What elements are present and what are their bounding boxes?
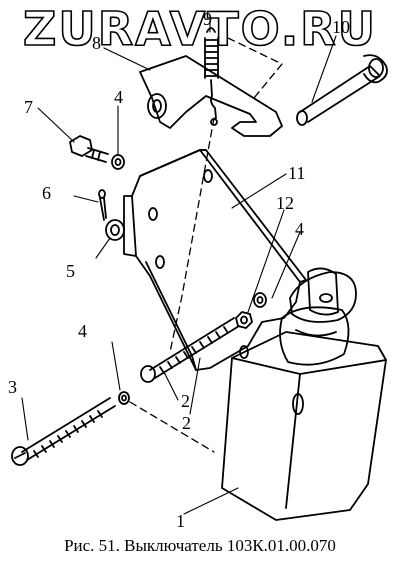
- callout-2-lower-b: 2: [182, 413, 191, 433]
- washer-part-4-right: [253, 292, 267, 308]
- callout-8: 8: [92, 33, 101, 53]
- callout-3: 3: [8, 377, 17, 397]
- pin-part-10: [296, 54, 388, 126]
- callout-7: 7: [24, 97, 33, 117]
- lever-plate-part-8: [139, 55, 283, 137]
- callout-2-lower: 2: [181, 391, 190, 411]
- bolt-part-7: [69, 135, 109, 163]
- screw-part-2: [140, 317, 240, 383]
- switch-body-part-1: [221, 331, 387, 521]
- leader-lines: [21, 21, 337, 515]
- callout-4-right: 4: [295, 219, 304, 239]
- callout-4-left: 4: [78, 321, 87, 341]
- callout-9: 9: [203, 9, 212, 29]
- screw-part-3: [11, 397, 116, 466]
- figure-caption: Рис. 51. Выключатель 103К.01.00.070: [64, 536, 336, 555]
- callout-10: 10: [332, 17, 350, 37]
- washer-part-4-lower: [118, 391, 130, 405]
- callout-11: 11: [288, 163, 306, 183]
- callout-4-top: 4: [114, 87, 123, 107]
- assembly-guide-lines: [129, 37, 283, 453]
- callout-5: 5: [66, 261, 75, 281]
- callout-12: 12: [276, 193, 294, 213]
- nut-part-12: [235, 311, 253, 329]
- actuator-roller: [279, 267, 357, 366]
- callout-6: 6: [42, 183, 51, 203]
- spring-part-9: [204, 27, 219, 119]
- callout-1: 1: [176, 511, 185, 531]
- cotter-pin-part-6: [98, 189, 107, 221]
- watermark-text: ZURAVTO.RU: [22, 1, 377, 57]
- washer-part-5: [105, 219, 125, 241]
- washer-part-4-upper: [111, 154, 125, 170]
- bracket-part-11: [123, 149, 307, 371]
